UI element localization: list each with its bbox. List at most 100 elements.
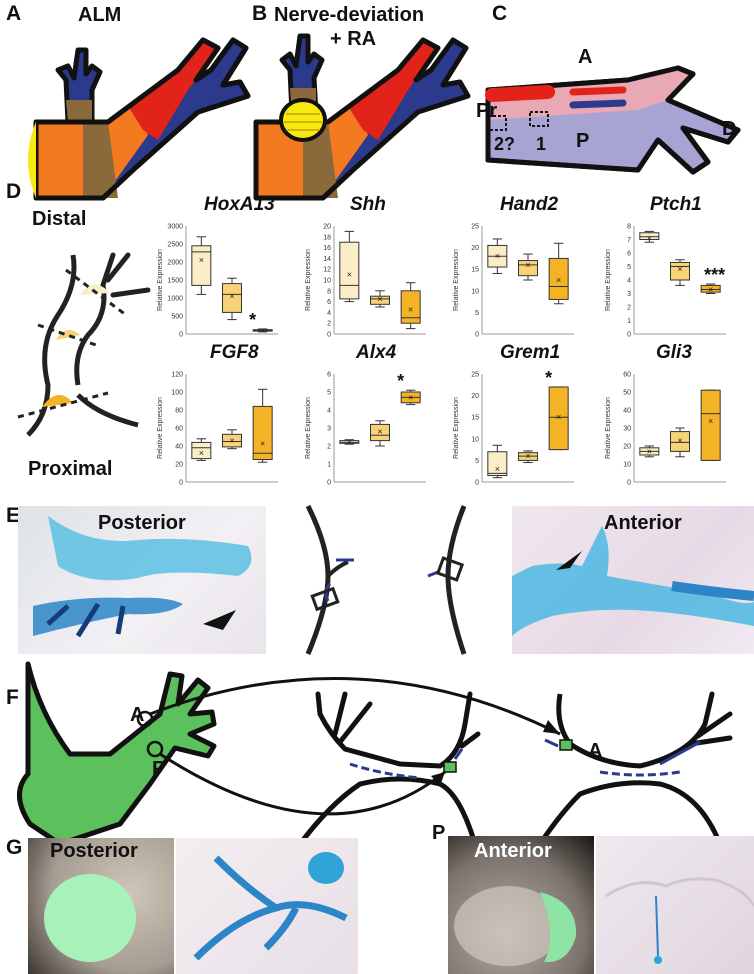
y-tick-label: 60 (623, 372, 631, 379)
graft-source-posterior: P (152, 758, 166, 780)
graft-placement-diagram (305, 504, 467, 655)
graft-source-anterior: A (130, 704, 145, 726)
y-tick-label: 80 (175, 408, 183, 415)
box (191, 245, 212, 286)
y-tick-label: 20 (471, 393, 479, 400)
y-tick-label: 40 (623, 408, 631, 415)
panel-label-a: A (6, 2, 22, 25)
mean-marker: × (408, 305, 413, 315)
y-tick-label: 3 (627, 291, 631, 298)
chart-title-hand2: Hand2 (500, 194, 559, 215)
box (700, 284, 721, 293)
y-tick-label: 30 (623, 426, 631, 433)
mean-marker: × (495, 464, 500, 474)
y-axis-label: Relative Expression (453, 249, 460, 311)
y-tick-label: 0 (475, 480, 479, 487)
y-tick-label: 60 (175, 426, 183, 433)
box (700, 389, 721, 461)
y-tick-label: 5 (327, 390, 331, 397)
anterior-graft-cartilage-photo (596, 836, 754, 974)
significance-marker: * (545, 368, 552, 388)
chart-title-hoxa13: HoxA13 (204, 194, 275, 215)
y-tick-label: 100 (171, 390, 183, 397)
y-tick-label: 120 (171, 372, 183, 379)
y-tick-label: 0 (627, 480, 631, 487)
y-tick-label: 6 (327, 299, 331, 306)
posterior-cartilage-photo (18, 506, 266, 654)
proximal-label: Pr (476, 100, 498, 122)
y-tick-label: 20 (175, 462, 183, 469)
y-tick-label: 0 (327, 480, 331, 487)
y-axis-label: Relative Expression (305, 249, 312, 311)
mean-marker: × (556, 412, 561, 422)
box (369, 423, 391, 442)
site-1-label: 1 (536, 134, 547, 154)
y-tick-label: 20 (623, 444, 631, 451)
mean-marker: × (677, 264, 682, 274)
anterior-graft-gfp-photo (448, 836, 594, 974)
y-tick-label: 50 (623, 390, 631, 397)
y-tick-label: 6 (627, 251, 631, 258)
chart-title-alx4: Alx4 (356, 342, 397, 363)
y-tick-label: 1 (327, 462, 331, 469)
y-tick-label: 10 (471, 288, 479, 295)
y-axis-label: Relative Expression (605, 397, 612, 459)
graft-target-posterior: P (432, 822, 446, 844)
anterior-label: A (578, 46, 593, 68)
y-tick-label: 15 (471, 415, 479, 422)
chart-title-gli3: Gli3 (656, 342, 692, 363)
y-tick-label: 20 (471, 245, 479, 252)
mean-marker: × (708, 284, 713, 294)
y-tick-label: 40 (175, 444, 183, 451)
y-tick-label: 0 (179, 332, 183, 339)
y-tick-label: 500 (171, 314, 183, 321)
significance-marker: * (397, 371, 404, 391)
mean-marker: × (495, 251, 500, 261)
y-tick-label: 2 (327, 321, 331, 328)
y-tick-label: 3 (327, 426, 331, 433)
y-axis-label: Relative Expression (453, 397, 460, 459)
y-axis-label: Relative Expression (305, 397, 312, 459)
y-tick-label: 0 (327, 332, 331, 339)
y-tick-label: 8 (327, 288, 331, 295)
y-tick-label: 0 (179, 480, 183, 487)
mean-marker: × (647, 233, 652, 243)
box (221, 283, 243, 313)
y-tick-label: 12 (323, 267, 331, 274)
chart-title-ptch1: Ptch1 (650, 194, 702, 215)
posterior-label: P (576, 130, 590, 152)
y-tick-label: 16 (323, 245, 331, 252)
box (548, 386, 569, 451)
box (191, 441, 212, 460)
y-tick-label: 3000 (167, 224, 183, 231)
posterior-graft-gfp-photo (28, 838, 174, 974)
mean-marker: × (260, 325, 265, 335)
y-tick-label: 6 (327, 372, 331, 379)
distal-axis-label: Distal (32, 208, 87, 230)
box (669, 431, 691, 452)
panel-label-f: F (6, 686, 19, 709)
chart-title-shh: Shh (350, 194, 386, 215)
significance-marker: *** (704, 265, 725, 285)
box (487, 451, 508, 477)
mean-marker: × (647, 446, 652, 456)
box (252, 405, 273, 460)
y-tick-label: 14 (323, 256, 331, 263)
y-axis-label: Relative Expression (157, 397, 164, 459)
y-tick-label: 4 (327, 310, 331, 317)
y-tick-label: 2 (627, 305, 631, 312)
mean-marker: × (199, 255, 204, 265)
mean-marker: × (677, 436, 682, 446)
graft-target-anterior: A (588, 740, 603, 762)
y-tick-label: 8 (627, 224, 631, 231)
significance-marker: * (249, 310, 256, 330)
y-tick-label: 2500 (167, 242, 183, 249)
y-axis-label: Relative Expression (157, 249, 164, 311)
y-tick-label: 0 (627, 332, 631, 339)
y-axis-label: Relative Expression (605, 249, 612, 311)
mean-marker: × (377, 427, 382, 437)
y-tick-label: 7 (627, 237, 631, 244)
panel-label-c: C (492, 2, 508, 25)
chart-title-grem1: Grem1 (500, 342, 561, 363)
y-tick-label: 10 (623, 462, 631, 469)
